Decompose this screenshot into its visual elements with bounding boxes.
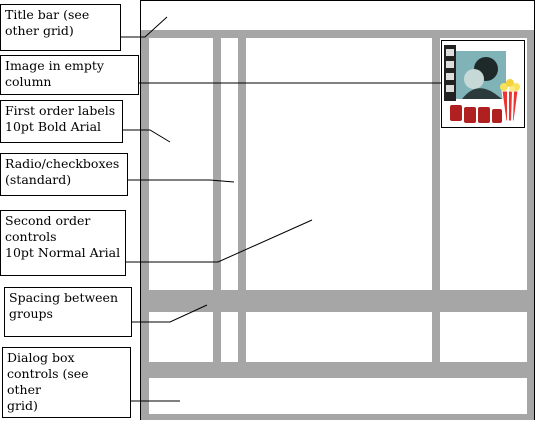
grid-bar-column-3 xyxy=(432,38,440,362)
callout-second-order-controls: Second order controls 10pt Normal Arial xyxy=(0,210,126,276)
grid-bar-column-1 xyxy=(213,38,221,362)
callout-title-bar: Title bar (see other grid) xyxy=(0,4,121,51)
callout-spacing-groups: Spacing between groups xyxy=(4,287,132,337)
callout-image-empty-column: Image in empty column xyxy=(0,55,139,95)
grid-bar-column-2 xyxy=(238,30,246,362)
grid-bar-dialog-band xyxy=(141,362,534,378)
grid-bar-right xyxy=(527,30,534,420)
leader-spacing xyxy=(131,304,208,323)
grid-bar-spacing-band xyxy=(141,290,534,312)
grid-bar-bottom xyxy=(141,414,534,420)
callout-radio-checkboxes: Radio/checkboxes (standard) xyxy=(0,153,128,196)
grid-bar-left xyxy=(141,30,149,420)
leader-first-order xyxy=(122,129,171,143)
callout-first-order-labels: First order labels 10pt Bold Arial xyxy=(0,100,123,143)
movie-clipart-icon xyxy=(444,45,520,123)
callout-dialog-box-controls: Dialog box controls (see other grid) xyxy=(2,347,131,418)
leader-second-order xyxy=(126,219,313,263)
leader-title-bar xyxy=(120,16,168,38)
image-empty-column xyxy=(441,40,525,128)
leader-radio xyxy=(128,179,235,183)
grid-bar-top xyxy=(141,30,534,38)
